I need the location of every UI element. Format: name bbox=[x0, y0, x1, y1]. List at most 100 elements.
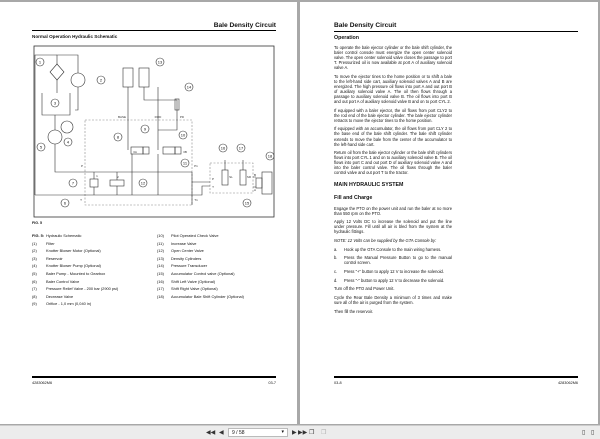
step-item: b.Press the Manual Pressure Button to go… bbox=[334, 255, 452, 266]
page-number-input[interactable]: 9 / 58 ▾ bbox=[228, 428, 288, 437]
body-text: To operate the bale ejector cylinder or … bbox=[334, 45, 452, 317]
legend-item: (2)Knotter Blower Motor (Optional) bbox=[32, 248, 101, 254]
copy-icon[interactable]: ❐ bbox=[309, 430, 315, 436]
schematic-label: 10 bbox=[181, 133, 186, 138]
step-item: d.Press "-" button to apply 12 V to decr… bbox=[334, 277, 445, 283]
paragraph: Then fill the reservoir. bbox=[334, 308, 374, 314]
left-page: Bale Density Circuit Normal Operation Hy… bbox=[0, 2, 297, 424]
legend-item: (7)Pressure Relief Valve - 200 bar (2900… bbox=[32, 286, 119, 292]
schematic-label: 11 bbox=[183, 161, 188, 166]
step-item: a.Hook up the GTA Console to the main wi… bbox=[334, 246, 442, 252]
port-label: PD bbox=[180, 115, 185, 119]
legend-item: (12)Open Center Valve bbox=[157, 248, 204, 254]
first-page-icon[interactable]: ◀◀ bbox=[206, 430, 216, 436]
schematic-label: 16 bbox=[221, 146, 226, 151]
schematic-label: 2 bbox=[100, 78, 103, 83]
port-label: P1 bbox=[194, 164, 198, 168]
next-page-icon[interactable]: ▶ bbox=[292, 430, 297, 436]
legend-item: (16)Shift Left Valve (Optional) bbox=[157, 278, 216, 284]
port-label: P bbox=[212, 177, 214, 181]
schematic-label: 15 bbox=[245, 201, 250, 206]
port-label: 3A bbox=[133, 150, 137, 154]
legend-item: FIG. 5:Hydraulic Schematic bbox=[32, 233, 82, 238]
paragraph: If equipped with a baler ejector, the oi… bbox=[334, 107, 452, 123]
last-page-icon[interactable]: ▶▶ bbox=[298, 430, 308, 436]
hydraulic-schematic: 1 2 3 4 5 6 7 8 9 10 11 12 13 14 15 16 1… bbox=[33, 45, 275, 218]
legend-item: (13)Density Cylinders bbox=[157, 255, 202, 261]
footer-doc-number: 4283062M6 bbox=[32, 381, 53, 385]
schematic-label: 3 bbox=[54, 101, 57, 106]
schematic-label: 5 bbox=[40, 145, 43, 150]
bookmark-icon[interactable]: ▯ bbox=[591, 430, 595, 436]
legend-item: (8)Decrease Valve bbox=[32, 293, 74, 299]
operation-heading: Operation bbox=[334, 35, 360, 41]
paragraph: To move the ejector tines to the home po… bbox=[334, 73, 452, 105]
schematic-label: 4 bbox=[67, 140, 70, 145]
legend-item: (10)Pilot Operated Check Valve bbox=[157, 233, 219, 238]
legend-item: (18)Accumulator Bale Shift Cylinder (Opt… bbox=[157, 293, 244, 299]
legend-item: (11)Increase Valve bbox=[157, 240, 197, 246]
legend-item: (6)Baler Control Valve bbox=[32, 278, 80, 284]
paragraph: To operate the bale ejector cylinder or … bbox=[334, 45, 452, 71]
port-label: T1 bbox=[194, 198, 198, 202]
schematic-label: 18 bbox=[268, 154, 273, 159]
header-rule bbox=[334, 31, 578, 33]
paragraph: Turn off the PTO and Power Unit. bbox=[334, 286, 395, 292]
port-label: ROD bbox=[155, 115, 163, 119]
port-label: SR bbox=[247, 175, 252, 179]
schematic-label: 1 bbox=[39, 60, 42, 65]
legend-left: FIG. 5:Hydraulic Schematic (1)Filter (2)… bbox=[32, 232, 118, 308]
schematic-label: 8 bbox=[117, 135, 120, 140]
footer-rule bbox=[334, 376, 578, 378]
port-label: T bbox=[212, 185, 214, 189]
paragraph: If equipped with an accumulator, the oil… bbox=[334, 126, 452, 147]
note: NOTE: 12 Volts can be supplied by the GT… bbox=[334, 237, 437, 243]
port-label: SL bbox=[229, 175, 233, 179]
prev-page-icon[interactable]: ◀ bbox=[219, 430, 224, 436]
legend-right: (10)Pilot Operated Check Valve (11)Incre… bbox=[157, 232, 244, 300]
port-label: T bbox=[80, 198, 82, 202]
schematic-label: 17 bbox=[239, 146, 244, 151]
legend-item: (14)Pressure Transducer bbox=[157, 263, 208, 269]
port-label: A bbox=[254, 188, 256, 192]
legend-item: (9)Orifice - 1,0 mm (0,040 in) bbox=[32, 301, 92, 307]
paragraph: Return oil from the bale ejector cylinde… bbox=[334, 150, 452, 176]
step-item: c.Press "+" button to apply 12 V to incr… bbox=[334, 268, 444, 274]
fill-charge-heading: Fill and Charge bbox=[334, 194, 373, 201]
port-label: 2 bbox=[117, 175, 119, 179]
legend-item: (5)Baler Pump - Mounted to Gearbox bbox=[32, 270, 106, 276]
schematic-label: 9 bbox=[144, 127, 147, 132]
single-page-icon[interactable]: ▯ bbox=[582, 430, 586, 436]
footer-doc-number: 4283062M6 bbox=[557, 381, 578, 385]
port-label: P bbox=[81, 164, 83, 168]
page-indicator: 9 / 58 bbox=[232, 430, 245, 436]
section-title: Normal Operation Hydraulic Schematic bbox=[32, 34, 118, 39]
port-label: B bbox=[254, 173, 256, 177]
footer-rule bbox=[32, 376, 276, 378]
main-hydraulic-heading: MAIN HYDRAULIC SYSTEM bbox=[334, 182, 404, 189]
page-header: Bale Density Circuit bbox=[334, 22, 397, 29]
right-page: Bale Density Circuit Operation To operat… bbox=[300, 2, 598, 424]
schematic-label: 12 bbox=[141, 181, 146, 186]
paragraph: Cycle the Rear Bale Density a minimum of… bbox=[334, 294, 452, 305]
schematic-label: 13 bbox=[158, 60, 163, 65]
schematic-label: 14 bbox=[187, 85, 192, 90]
viewer-toolbar: ◀◀ ◀ 9 / 58 ▾ ▶ ▶▶ ❐ ❐ ▯ ▯ bbox=[0, 425, 600, 439]
port-label: BASE bbox=[118, 115, 126, 119]
footer-page-number: 03-7 bbox=[268, 381, 276, 385]
schematic-label: 7 bbox=[72, 181, 75, 186]
legend-item: (17)Shift Right Valve (Optional) bbox=[157, 286, 218, 292]
port-label: 1 bbox=[96, 174, 98, 178]
paste-icon[interactable]: ❐ bbox=[321, 430, 327, 436]
paragraph: Engage the PTO on the power unit and run… bbox=[334, 205, 452, 216]
paragraph: Apply 12 Volts DC to increase the soleno… bbox=[334, 219, 452, 235]
footer-page-number: 03-8 bbox=[334, 381, 342, 385]
schematic-label: 6 bbox=[64, 201, 67, 206]
legend-item: (3)Reservoir bbox=[32, 255, 63, 261]
legend-item: (1)Filter bbox=[32, 240, 55, 246]
port-label: 3B bbox=[183, 150, 187, 154]
chevron-down-icon[interactable]: ▾ bbox=[281, 429, 284, 435]
header-rule bbox=[32, 30, 276, 32]
legend-item: (15)Accumulator Control valve (Optional) bbox=[157, 270, 235, 276]
figure-label: FIG. 5 bbox=[32, 221, 42, 225]
